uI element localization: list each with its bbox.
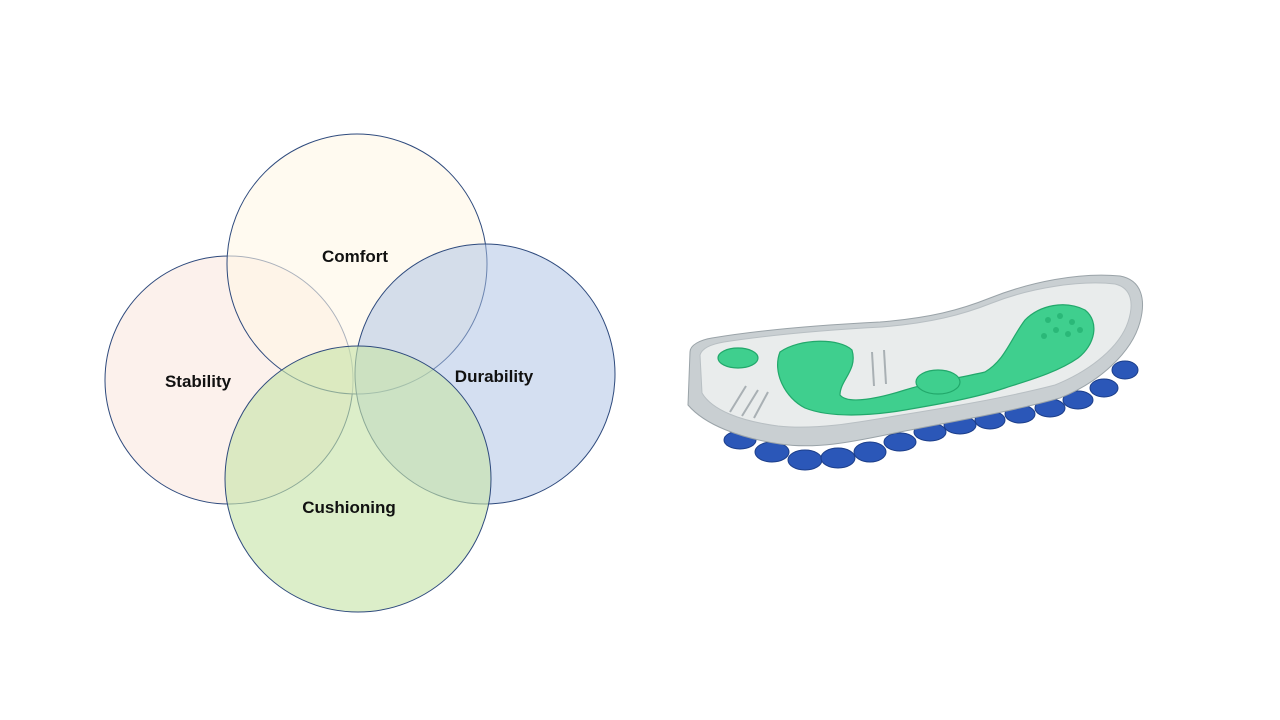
label-cushioning: Cushioning (302, 498, 395, 517)
label-comfort: Comfort (322, 247, 388, 266)
circle-cushioning (224, 345, 492, 613)
label-durability: Durability (455, 367, 534, 386)
outsole-lugs (723, 360, 1139, 471)
gel-dots (1041, 313, 1083, 339)
grooves (729, 349, 887, 419)
label-stability: Stability (165, 372, 232, 391)
